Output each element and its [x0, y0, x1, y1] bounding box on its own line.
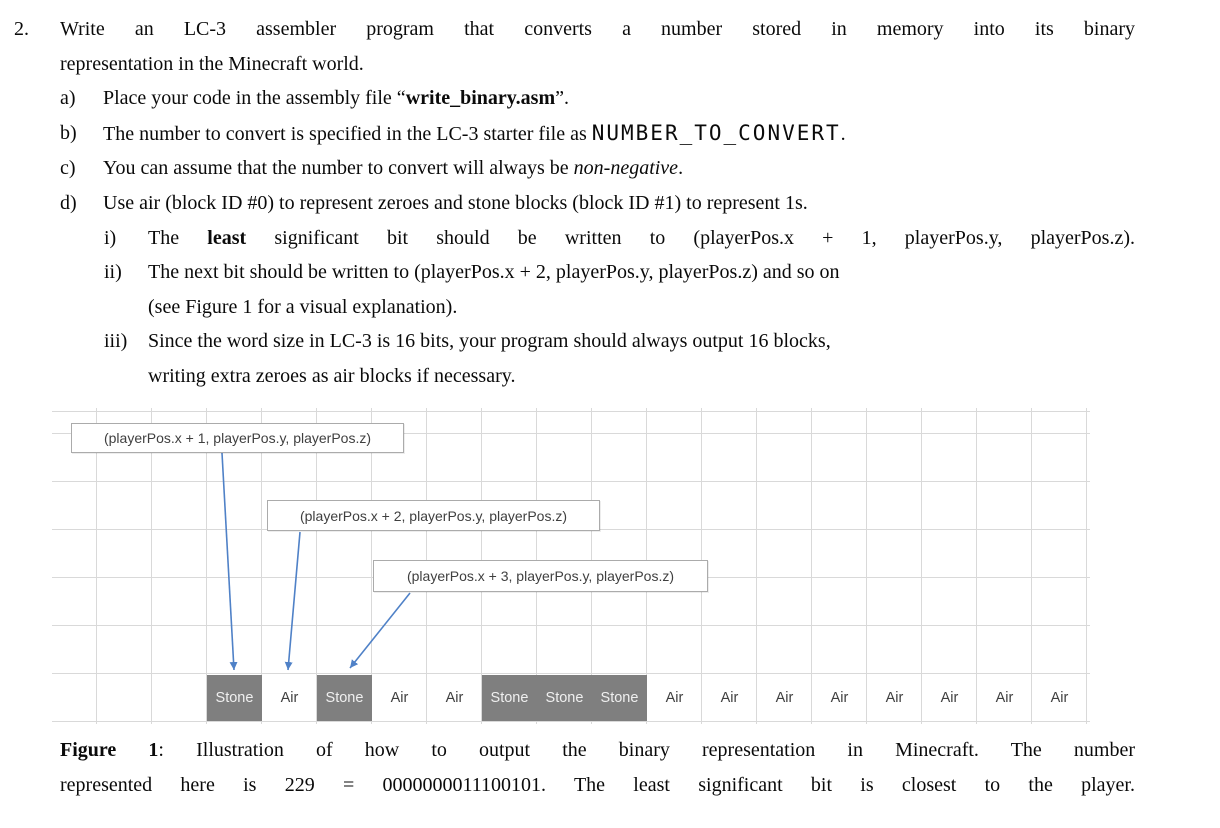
block-cell-3: Stone — [317, 675, 372, 721]
callout-arrows — [221, 452, 411, 671]
caption-figure-label: Figure 1 — [60, 739, 159, 761]
item-a-pre: Place your code in the assembly file “ — [103, 87, 406, 110]
block-cell-1: Stone — [207, 675, 262, 721]
intro-line-2: representation in the Minecraft world. — [14, 47, 1135, 82]
block-cell-2: Air — [280, 690, 299, 706]
figure-caption: Figure 1: Illustration of how to output … — [60, 733, 1135, 802]
item-d-iii-text-2: writing extra zeroes as air blocks if ne… — [148, 364, 516, 387]
caption-line-2: represented here is 229 = 00000000111001… — [60, 768, 1135, 803]
item-d-label: d) — [60, 191, 77, 214]
item-d-text: Use air (block ID #0) to represent zeroe… — [103, 191, 808, 214]
item-b-label: b) — [60, 121, 77, 144]
item-d-i-pre: The — [148, 226, 208, 249]
item-b-pre: The number to convert is specified in th… — [103, 122, 592, 145]
item-d-i: i) The least significant bit should be wr… — [14, 221, 1135, 256]
item-a: a) Place your code in the assembly file “… — [14, 81, 1135, 116]
block-cell-12: Air — [830, 690, 849, 706]
item-b-symbol: NUMBER_TO_CONVERT — [591, 120, 841, 145]
callout-playerpos-1-text: (playerPos.x + 1, playerPos.y, playerPos… — [103, 430, 372, 446]
item-d: d) Use air (block ID #0) to represent zer… — [14, 186, 1135, 221]
caption-line-1: Figure 1: Illustration of how to output … — [60, 733, 1135, 768]
item-d-iii-line-2: writing extra zeroes as air blocks if ne… — [14, 359, 1135, 394]
block-cell-7: Stone — [537, 675, 592, 721]
item-d-ii-text-2: (see Figure 1 for a visual explanation). — [148, 295, 458, 318]
block-cell-11: Air — [775, 690, 794, 706]
item-a-filename: write_binary.asm — [405, 87, 556, 110]
item-d-ii-line-2: (see Figure 1 for a visual explanation). — [14, 290, 1135, 325]
arrow-to-cell-2 — [284, 531, 301, 671]
item-d-iii-label: iii) — [104, 330, 128, 353]
intro-text-1: Write an LC-3 assembler program that con… — [60, 18, 1135, 40]
callout-playerpos-2: (playerPos.x + 2, playerPos.y, playerPos… — [267, 500, 600, 531]
block-cell-10: Air — [720, 690, 739, 706]
item-d-ii-text-1: The next bit should be written to (playe… — [148, 261, 840, 284]
item-a-post: ”. — [555, 87, 570, 110]
item-d-ii-line-1: ii) The next bit should be written to (pl… — [14, 255, 1135, 290]
item-d-ii-label: ii) — [104, 261, 122, 284]
block-cell-4: Air — [390, 690, 409, 706]
callout-playerpos-3-text: (playerPos.x + 3, playerPos.y, playerPos… — [406, 568, 675, 584]
item-d-iii-text-1: Since the word size in LC-3 is 16 bits, … — [148, 330, 831, 353]
block-cell-14: Air — [940, 690, 959, 706]
block-cell-6: Stone — [482, 675, 537, 721]
item-b: b) The number to convert is specified in … — [14, 116, 1135, 152]
item-c-pre: You can assume that the number to conver… — [103, 157, 574, 180]
block-cell-13: Air — [885, 690, 904, 706]
intro-text-2: representation in the Minecraft world. — [60, 52, 364, 75]
item-a-label: a) — [60, 87, 76, 110]
block-cell-5: Air — [445, 690, 464, 706]
item-d-i-label: i) — [104, 226, 117, 249]
item-c: c) You can assume that the number to conv… — [14, 151, 1135, 186]
caption-text-1: : Illustration of how to output the bina… — [158, 739, 1135, 761]
item-c-emphasis: non-negative — [573, 157, 679, 180]
item-c-post: . — [678, 157, 684, 180]
block-cell-16: Air — [1050, 690, 1069, 706]
block-cell-8: Stone — [592, 675, 647, 721]
item-d-iii-line-1: iii) Since the word size in LC-3 is 16 bi… — [14, 324, 1135, 359]
item-b-post: . — [840, 122, 846, 145]
callout-playerpos-1: (playerPos.x + 1, playerPos.y, playerPos… — [71, 423, 404, 453]
arrow-to-cell-3 — [349, 592, 411, 669]
callout-playerpos-2-text: (playerPos.x + 2, playerPos.y, playerPos… — [299, 507, 568, 524]
item-d-i-emphasis: least — [207, 226, 247, 249]
problem-number: 2. — [14, 18, 29, 40]
item-d-i-post: significant bit should be written to (pl… — [246, 226, 1135, 249]
block-cell-15: Air — [995, 690, 1014, 706]
block-cell-9: Air — [665, 690, 684, 706]
intro-line-1: 2. Write an LC-3 assembler program that c… — [14, 12, 1135, 47]
caption-text-2: represented here is 229 = 00000000111001… — [60, 773, 1135, 796]
item-c-label: c) — [60, 157, 76, 180]
problem-statement: 2. Write an LC-3 assembler program that c… — [14, 12, 1135, 394]
callout-playerpos-3: (playerPos.x + 3, playerPos.y, playerPos… — [373, 560, 708, 592]
arrow-to-cell-1 — [221, 452, 238, 671]
